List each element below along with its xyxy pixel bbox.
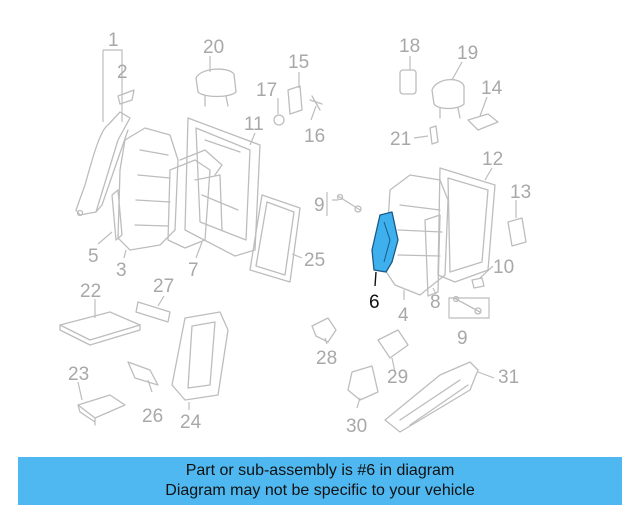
part-26-cover — [127, 361, 159, 386]
callout-13: 13 — [510, 182, 531, 203]
callout-14: 14 — [481, 78, 503, 99]
callout-21: 21 — [390, 129, 411, 150]
part-2-clip — [117, 89, 135, 105]
part-24-armrest-housing — [171, 311, 229, 401]
part-27-strip — [135, 301, 171, 323]
callout-20: 20 — [203, 37, 224, 58]
part-1-side-panel — [75, 111, 131, 217]
callout-17: 17 — [256, 80, 277, 101]
callout-29: 29 — [387, 367, 408, 388]
part-11-seat-back-frame — [184, 117, 261, 257]
callout-28: 28 — [316, 348, 337, 369]
callout-4: 4 — [398, 305, 409, 326]
part-23-base — [77, 394, 126, 426]
callout-5: 5 — [88, 246, 99, 267]
callout-26: 26 — [142, 406, 163, 427]
info-banner: Part or sub-assembly is #6 in diagram Di… — [18, 457, 622, 505]
banner-line-disclaimer: Diagram may not be specific to your vehi… — [165, 482, 475, 499]
callout-3: 3 — [116, 260, 127, 281]
part-29-bracket — [377, 329, 409, 359]
callout-12: 12 — [482, 149, 503, 170]
callout-8: 8 — [430, 292, 441, 313]
callout-15: 15 — [288, 52, 309, 73]
part-8-trim — [424, 214, 441, 297]
part-6-highlighted — [371, 211, 399, 273]
part-28-bracket — [311, 317, 337, 343]
callout-6: 6 — [369, 292, 380, 313]
part-22-tray — [59, 311, 141, 346]
callout-1: 1 — [108, 30, 119, 51]
banner-line-part: Part or sub-assembly is #6 in diagram — [185, 462, 455, 479]
part-4-seat-back-cushion — [384, 174, 449, 296]
part-15-guide — [287, 85, 303, 115]
callout-7: 7 — [188, 260, 199, 281]
part-9-bolt-top — [336, 193, 362, 213]
part-25-panel — [249, 194, 301, 283]
callout-23: 23 — [68, 364, 89, 385]
part-14-latch — [467, 113, 499, 131]
part-9-bolt-bottom — [452, 295, 482, 315]
part-31-rail — [384, 361, 479, 433]
part-19-headrest — [431, 79, 465, 119]
part-16-bolt — [309, 95, 323, 111]
callout-30: 30 — [346, 416, 367, 437]
callout-31: 31 — [498, 367, 519, 388]
callout-9-top: 9 — [314, 195, 325, 216]
callout-2: 2 — [117, 62, 128, 83]
callout-11: 11 — [244, 114, 264, 135]
callout-22: 22 — [80, 281, 101, 302]
part-21-bolt — [429, 125, 439, 145]
callout-24: 24 — [180, 412, 202, 433]
part-18-button — [399, 69, 417, 95]
callout-19: 19 — [457, 43, 478, 64]
callout-10: 10 — [493, 257, 514, 278]
callout-27: 27 — [153, 276, 174, 297]
callout-9-bottom: 9 — [457, 328, 468, 349]
part-10-screw — [471, 277, 485, 289]
part-13-clip — [507, 217, 527, 247]
callout-16: 16 — [304, 126, 325, 147]
parts-diagram: 1 2 3 4 5 6 7 8 9 9 10 11 12 13 14 15 16… — [59, 30, 531, 437]
part-30-hinge — [347, 365, 379, 401]
part-20-headrest — [195, 68, 237, 107]
part-5-bracket — [111, 189, 123, 241]
part-17-nut — [273, 114, 285, 126]
callout-25: 25 — [304, 250, 325, 271]
callout-18: 18 — [399, 36, 420, 57]
